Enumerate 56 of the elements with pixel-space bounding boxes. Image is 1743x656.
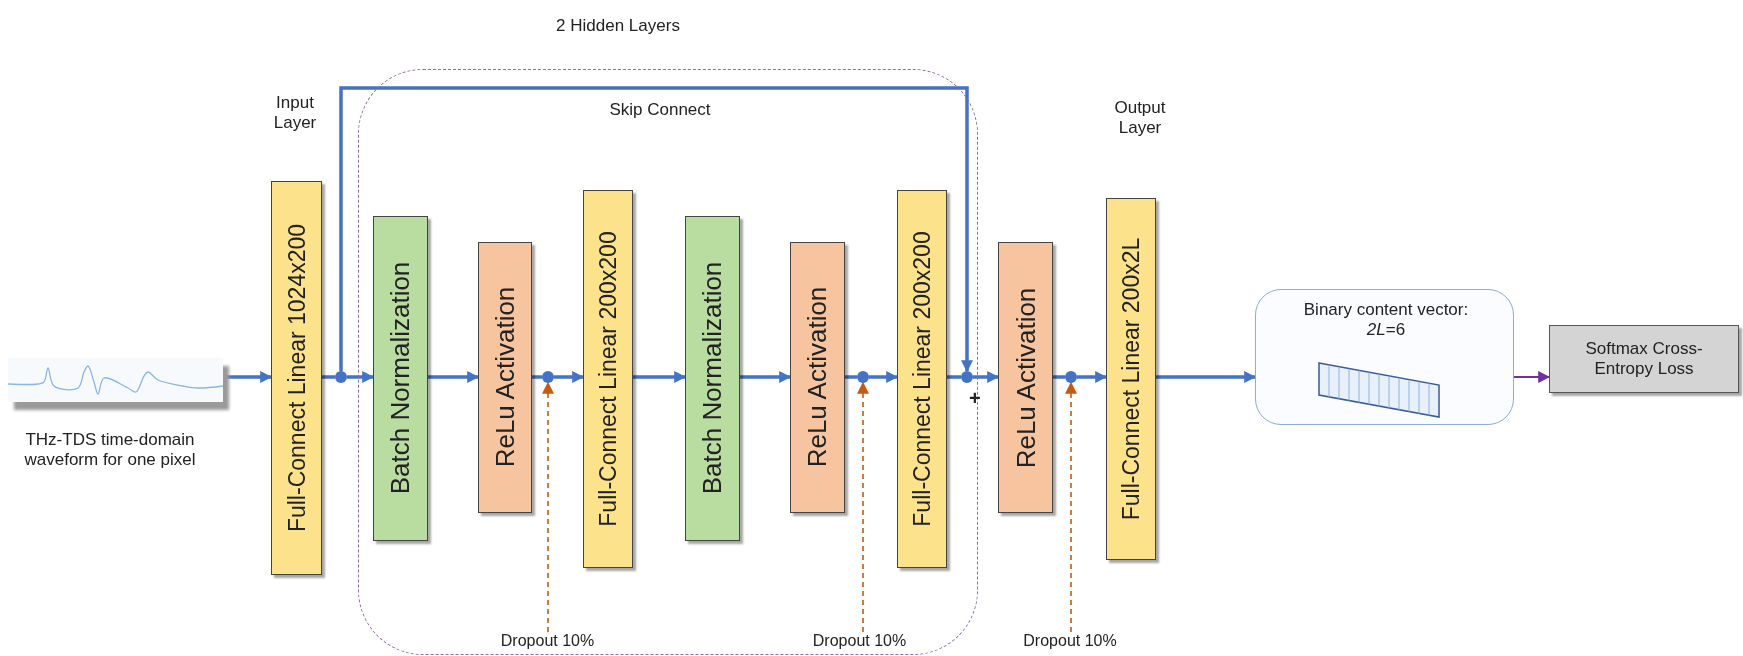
arrow	[339, 86, 973, 373]
linear-layer-box	[896, 189, 947, 568]
layer-label: Full-Connect Linear 200x200	[596, 230, 619, 527]
connector-line	[322, 375, 335, 379]
node-caption: THz-TDS time-domain waveform for one pixel	[23, 430, 197, 471]
arrow	[347, 371, 375, 383]
layer-label: Full-Connect Linear 1024x200	[285, 223, 308, 533]
linear-layer-box	[1106, 198, 1156, 560]
batch-norm-box	[684, 215, 740, 541]
activation-box	[789, 241, 845, 513]
junction-dot	[856, 370, 869, 383]
loss-box	[1549, 325, 1739, 393]
batch-norm-box	[372, 215, 428, 541]
dropout-label: Dropout 10%	[497, 631, 598, 654]
layer-label: ReLu Activation	[1012, 287, 1039, 468]
sum-sign: +	[969, 386, 981, 410]
connector-line	[947, 375, 961, 379]
hidden-layers-group	[358, 69, 978, 655]
layer-label: ReLu Activation	[491, 286, 518, 468]
connector-line	[1053, 375, 1065, 379]
waveform-picture	[8, 358, 223, 402]
connector-line	[532, 375, 542, 379]
loss-label: Softmax Cross-Entropy Loss	[1584, 338, 1704, 380]
activation-box	[477, 241, 532, 513]
output-vector-box	[1255, 289, 1514, 425]
arrow	[1077, 371, 1108, 383]
dropout-label: Dropout 10%	[1020, 632, 1120, 654]
layer-label: Batch Normalization	[387, 261, 413, 495]
layer-label: Full-Connect Linear 200x2L	[1119, 237, 1143, 521]
linear-layer-box	[271, 181, 322, 575]
arrow	[428, 371, 480, 383]
junction-dot	[1065, 371, 1077, 383]
connector-line	[845, 375, 857, 379]
arrow	[1513, 371, 1551, 383]
layer-label: ReLu Activation	[804, 286, 830, 468]
dashed-arrow	[857, 381, 869, 633]
dropout-label: Dropout 10%	[809, 631, 910, 654]
dashed-arrow	[542, 381, 554, 633]
layer-label: Batch Normalization	[699, 261, 725, 495]
node-caption: Output Layer	[1113, 98, 1167, 139]
arrow	[223, 371, 273, 383]
linear-layer-box	[582, 189, 633, 568]
group-title: 2 Hidden Layers	[555, 16, 681, 37]
vector-caption: Binary content vector: 2L=6	[1302, 300, 1470, 341]
node-caption: Input Layer	[272, 93, 318, 134]
arrow	[973, 371, 1000, 383]
dashed-arrow	[1065, 381, 1077, 633]
activation-box	[998, 242, 1053, 513]
arrow	[869, 371, 899, 383]
layer-label: Full-Connect Linear 200x200	[910, 230, 933, 527]
junction-dot	[541, 370, 554, 383]
arrow	[1156, 371, 1257, 383]
arrow	[554, 371, 585, 383]
arrow	[740, 371, 792, 383]
junction-dot	[335, 371, 347, 383]
arrow	[633, 371, 687, 383]
